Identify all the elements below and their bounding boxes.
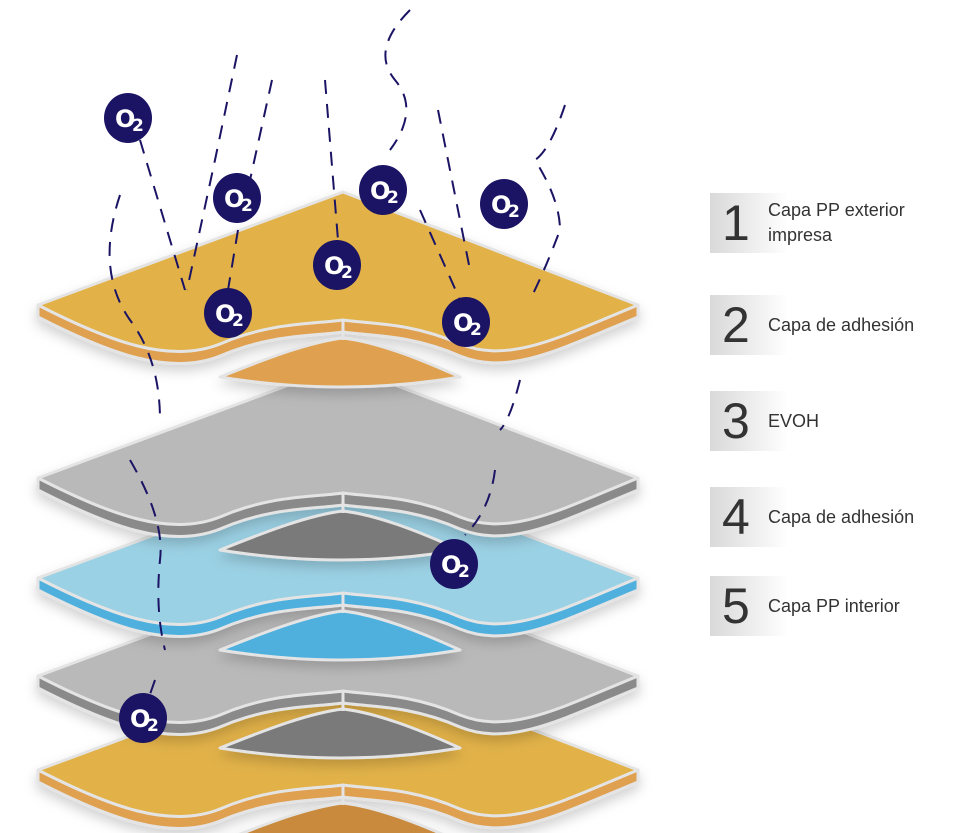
o2-molecule-icon: O 2 — [104, 93, 152, 143]
o2-symbol: O — [491, 191, 511, 219]
o2-path — [249, 79, 273, 181]
o2-subscript: 2 — [508, 202, 520, 222]
o2-subscript: 2 — [470, 320, 482, 340]
legend-number: 2 — [722, 297, 750, 353]
o2-path — [419, 209, 461, 301]
legend-number: 3 — [722, 393, 750, 449]
o2-molecule-icon: O 2 — [480, 179, 528, 229]
o2-path — [227, 229, 239, 291]
o2-symbol: O — [224, 185, 244, 213]
legend-item: 1 Capa PP exterior impresa — [710, 193, 968, 253]
legend-number-box: 5 — [710, 576, 788, 636]
o2-path — [437, 109, 471, 271]
legend-label: Capa de adhesión — [768, 314, 915, 335]
o2-molecule-icon: O 2 — [213, 173, 261, 223]
legend-item: 2 Capa de adhesión — [710, 295, 914, 355]
legend-number: 1 — [722, 195, 750, 251]
legend-label: Capa de adhesión — [768, 506, 915, 527]
o2-path — [384, 9, 411, 151]
layer-3-shape — [218, 609, 462, 662]
o2-symbol: O — [441, 551, 461, 579]
legend-label: Capa PP interior — [768, 595, 900, 616]
o2-symbol: O — [370, 177, 390, 205]
o2-path — [464, 469, 496, 536]
layer-1-shape — [218, 336, 462, 389]
o2-symbol: O — [324, 252, 344, 280]
o2-subscript: 2 — [458, 562, 470, 582]
legend-item: 4 Capa de adhesión — [710, 487, 914, 547]
legend-number: 4 — [722, 489, 750, 545]
o2-path — [129, 459, 166, 651]
layer-5-shape — [238, 801, 444, 833]
o2-path — [108, 194, 161, 421]
legend-number-box: 3 — [710, 391, 788, 451]
o2-molecule-icon: O 2 — [313, 240, 361, 290]
o2-molecule-icon: O 2 — [442, 297, 490, 347]
o2-path — [324, 79, 339, 241]
o2-molecule-icon: O 2 — [359, 165, 407, 215]
legend-label: Capa PP exterior impresa — [768, 200, 905, 245]
o2-path — [147, 679, 156, 701]
o2-symbol: O — [215, 300, 235, 328]
o2-symbol: O — [130, 705, 150, 733]
o2-molecule-icon: O 2 — [204, 288, 252, 338]
o2-subscript: 2 — [147, 716, 159, 736]
layer-4-shape — [218, 707, 462, 760]
legend-label: EVOH — [768, 410, 820, 431]
layer-diagram: O 2 O 2 O 2 O 2 O 2 O 2 O 2 O 2 O 2 — [36, 9, 640, 833]
o2-subscript: 2 — [387, 188, 399, 208]
o2-subscript: 2 — [341, 263, 353, 283]
o2-molecule-icon: O 2 — [430, 539, 478, 589]
legend-number-box: 4 — [710, 487, 788, 547]
layer-2 — [36, 363, 640, 562]
legend-number-box: 1 — [710, 193, 788, 253]
o2-path — [529, 104, 566, 301]
o2-subscript: 2 — [132, 116, 144, 136]
o2-path — [186, 54, 238, 291]
o2-path — [499, 379, 521, 431]
o2-subscript: 2 — [241, 196, 253, 216]
legend-number: 5 — [722, 578, 750, 634]
legend-number-box: 2 — [710, 295, 788, 355]
o2-path — [139, 139, 186, 291]
o2-subscript: 2 — [232, 311, 244, 331]
o2-molecule-icon: O 2 — [119, 693, 167, 743]
o2-symbol: O — [453, 309, 473, 337]
o2-symbol: O — [115, 105, 135, 133]
legend-item: 3 EVOH — [710, 391, 819, 451]
legend-item: 5 Capa PP interior — [710, 576, 900, 636]
layer-2-shape — [218, 509, 462, 562]
